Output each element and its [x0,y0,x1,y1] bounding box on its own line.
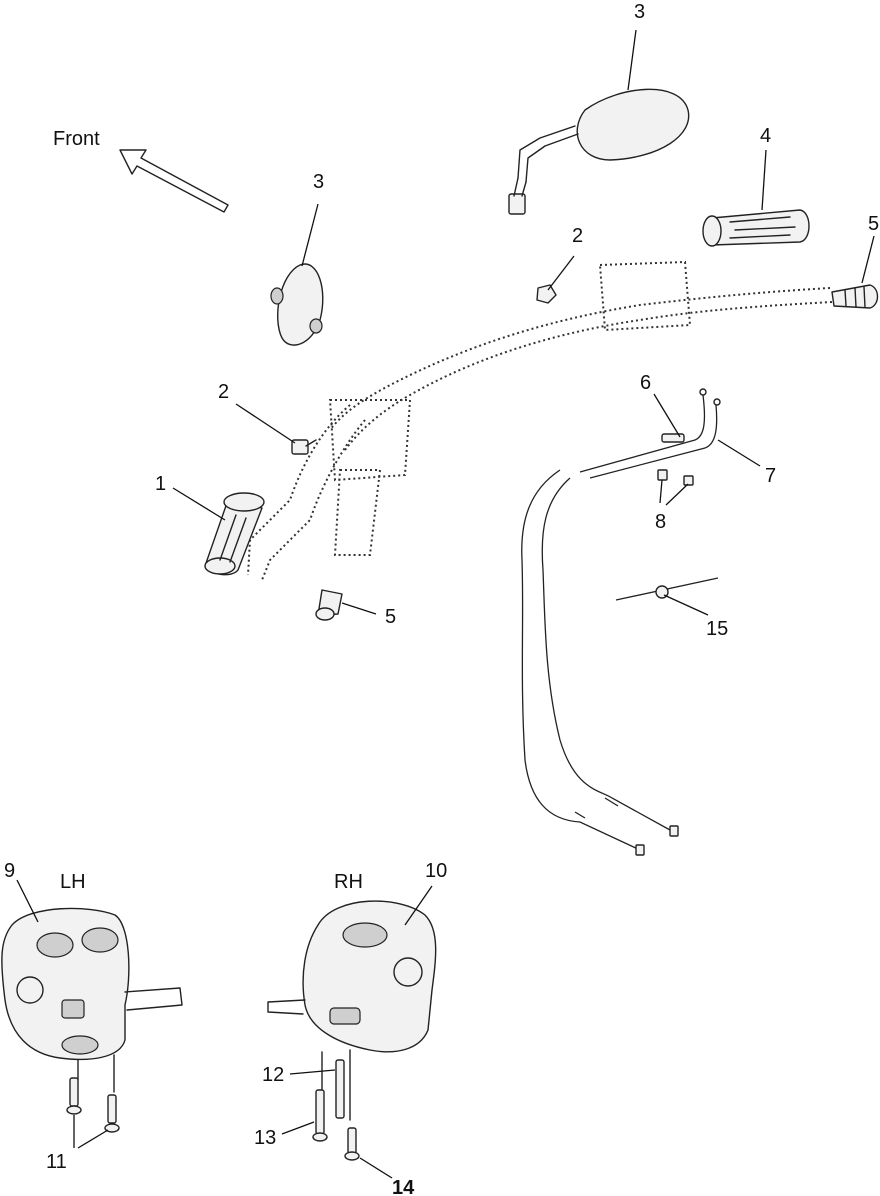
right-grip [702,209,810,247]
callout-5-right: 5 [868,213,879,235]
left-bar-end [315,589,343,621]
callout-1: 1 [155,473,166,495]
callout-9: 9 [4,860,15,882]
front-label: Front [53,128,100,150]
callout-4: 4 [760,125,771,147]
callout-3-left: 3 [313,171,324,193]
callout-5-left: 5 [385,606,396,628]
callout-13: 13 [254,1127,276,1149]
right-bar-end [831,284,879,309]
lh-label: LH [60,871,86,893]
left-grip [204,492,265,576]
right-clamp [536,284,557,304]
throttle-cables [521,388,721,856]
handlebar [247,260,833,581]
cable-clips [657,469,694,486]
callout-2-left: 2 [218,381,229,403]
callout-10: 10 [425,860,447,882]
rh-label: RH [334,871,363,893]
left-mirror [270,263,324,346]
left-clamp [291,439,317,455]
right-mirror [508,88,690,215]
leader-lines [16,29,875,1179]
callout-15: 15 [706,618,728,640]
rh-switch-housing [267,900,437,1161]
callout-11: 11 [46,1151,67,1173]
front-arrow [119,149,229,213]
callout-12: 12 [262,1064,284,1086]
callout-6: 6 [640,372,651,394]
callout-14: 14 [392,1177,415,1196]
callout-3-right: 3 [634,1,645,23]
callout-2-right: 2 [572,225,583,247]
callout-8: 8 [655,511,666,533]
lh-switch-housing [1,907,183,1133]
callout-7: 7 [765,465,776,487]
